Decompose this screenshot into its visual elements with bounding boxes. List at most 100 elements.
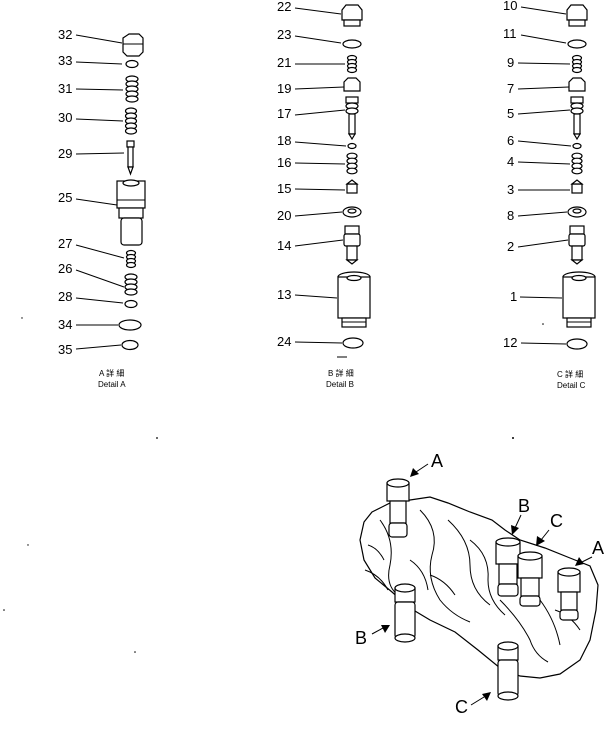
part-label-26: 26 <box>58 261 72 276</box>
assembly-housing <box>359 496 599 679</box>
part-20-seat <box>342 206 362 218</box>
part-label-30: 30 <box>58 110 72 125</box>
part-4-spring <box>571 152 583 175</box>
part-22-plug <box>341 4 363 27</box>
part-32-nut <box>122 33 144 57</box>
part-label-18: 18 <box>277 133 291 148</box>
part-24-o-ring <box>342 337 364 349</box>
detail-a-group: 32 33 31 30 29 <box>58 27 146 389</box>
part-34-o-ring <box>118 319 142 331</box>
callout-b-left: B <box>355 628 367 648</box>
part-17-stem <box>345 96 359 141</box>
part-7-nut <box>568 77 586 92</box>
callout-a-right: A <box>592 538 604 558</box>
part-label-27: 27 <box>58 236 72 251</box>
part-26-spring <box>124 273 138 296</box>
part-23-ring <box>342 39 362 49</box>
part-8-seat <box>567 206 587 218</box>
part-label-17: 17 <box>277 106 291 121</box>
valve-assembly-view: A B C A B C <box>355 451 604 717</box>
arrow-icon <box>410 463 429 477</box>
part-3-poppet <box>570 179 584 194</box>
part-33-ring <box>125 59 139 69</box>
assembly-cartridge-b-bottom <box>394 583 416 643</box>
part-label-32: 32 <box>58 27 72 42</box>
part-label-16: 16 <box>277 155 291 170</box>
detail-c-caption-en: Detail C <box>557 381 586 390</box>
part-label-23: 23 <box>277 27 291 42</box>
assembly-cartridge-c-top <box>517 551 543 607</box>
part-label-8: 8 <box>507 208 514 223</box>
detail-b-group: 22 23 21 19 17 <box>277 0 371 389</box>
callout-c-top: C <box>550 511 563 531</box>
part-label-20: 20 <box>277 208 291 223</box>
part-label-1: 1 <box>510 289 517 304</box>
part-29-pin <box>126 140 135 176</box>
part-10-plug <box>566 4 588 27</box>
part-label-19: 19 <box>277 81 291 96</box>
part-label-12: 12 <box>503 335 517 350</box>
detail-b-caption-en: Detail B <box>326 380 354 389</box>
part-label-35: 35 <box>58 342 72 357</box>
part-28-washer <box>124 299 138 309</box>
part-label-34: 34 <box>58 317 72 332</box>
arrow-icon <box>511 514 522 535</box>
scan-specks <box>3 317 544 653</box>
part-27-spring <box>125 249 137 269</box>
part-label-15: 15 <box>277 181 291 196</box>
callout-b-top: B <box>518 496 530 516</box>
assembly-cartridge-c-bottom <box>497 641 519 701</box>
part-label-13: 13 <box>277 287 291 302</box>
part-13-valve-body <box>337 271 371 328</box>
part-label-29: 29 <box>58 146 72 161</box>
detail-a-caption-en: Detail A <box>98 380 126 389</box>
part-31-spring <box>125 75 139 103</box>
part-30-spring <box>124 107 138 135</box>
part-19-nut <box>343 77 361 92</box>
part-label-14: 14 <box>277 238 291 253</box>
assembly-cartridge-a-right <box>557 567 581 621</box>
callout-a-top: A <box>431 451 443 471</box>
detail-c-group: 10 11 9 7 5 <box>503 0 596 390</box>
part-35-o-ring <box>121 339 139 351</box>
part-15-poppet <box>345 179 359 194</box>
arrow-icon <box>575 556 593 566</box>
part-25-sleeve <box>116 179 146 246</box>
assembly-cartridge-a-top <box>386 478 410 538</box>
part-16-spring <box>346 152 358 175</box>
part-label-24: 24 <box>277 334 291 349</box>
part-label-21: 21 <box>277 55 291 70</box>
part-label-9: 9 <box>507 55 514 70</box>
part-label-25: 25 <box>58 190 72 205</box>
part-label-4: 4 <box>507 154 514 169</box>
part-label-28: 28 <box>58 289 72 304</box>
part-label-10: 10 <box>503 0 517 13</box>
callout-c-bottom: C <box>455 697 468 717</box>
part-11-ring <box>567 39 587 49</box>
arrow-icon <box>536 529 550 546</box>
part-label-22: 22 <box>277 0 291 14</box>
part-label-5: 5 <box>507 106 514 121</box>
part-label-31: 31 <box>58 81 72 96</box>
part-2-piston <box>568 225 586 265</box>
arrow-icon <box>470 692 491 706</box>
part-5-stem <box>570 96 584 141</box>
part-1-valve-body <box>562 271 596 328</box>
detail-c-caption-jp: C 詳 細 <box>557 369 583 379</box>
part-label-6: 6 <box>507 133 514 148</box>
part-label-33: 33 <box>58 53 72 68</box>
detail-a-caption-jp: A 詳 細 <box>99 368 124 378</box>
part-12-o-ring <box>566 338 588 350</box>
part-21-spring <box>346 54 358 74</box>
part-label-11: 11 <box>503 26 517 41</box>
part-9-spring <box>571 54 583 74</box>
part-6-ring <box>572 142 582 150</box>
part-label-2: 2 <box>507 239 514 254</box>
part-label-3: 3 <box>507 182 514 197</box>
assembly-cartridge-b-top <box>495 537 521 597</box>
part-label-7: 7 <box>507 81 514 96</box>
arrow-icon <box>371 625 390 635</box>
part-18-ring <box>347 142 357 150</box>
part-14-piston <box>343 225 361 265</box>
